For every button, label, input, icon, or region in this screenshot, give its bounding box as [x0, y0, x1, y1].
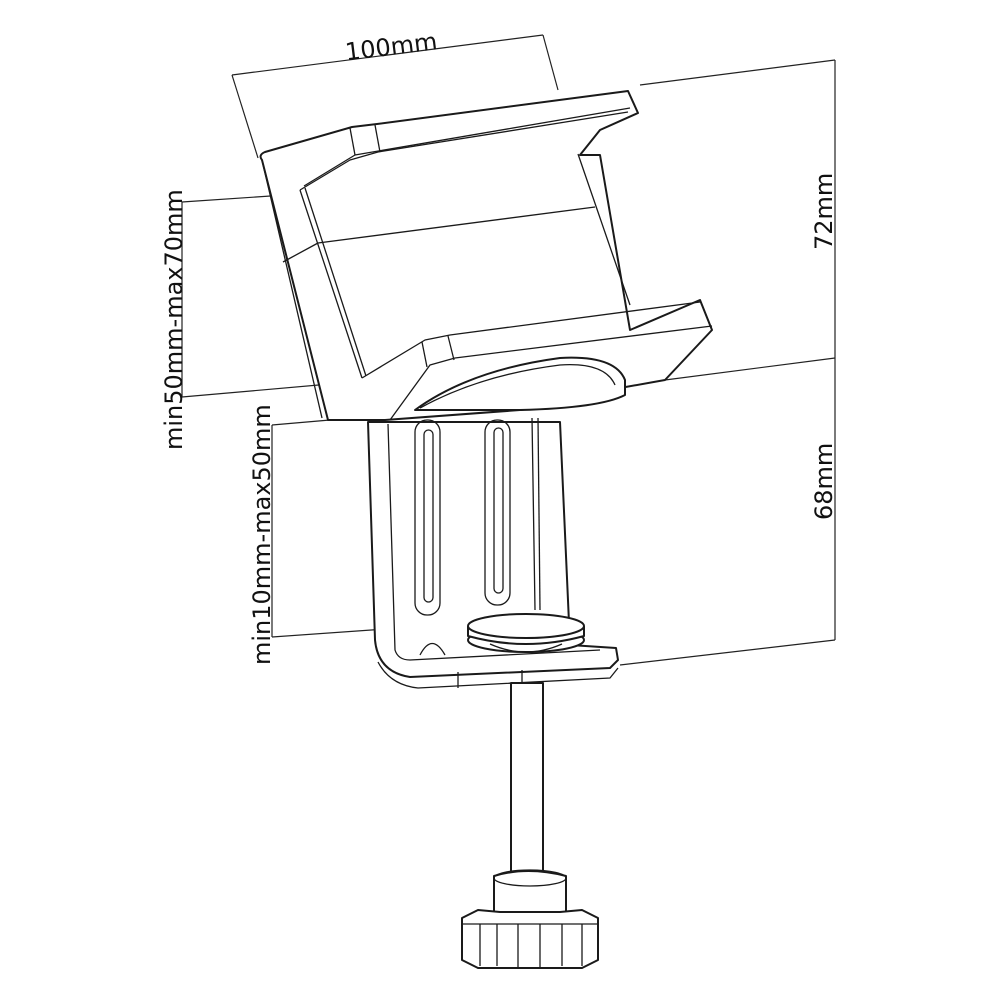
- dimension-68mm: 68mm: [619, 358, 838, 666]
- dimension-72mm: 72mm: [639, 59, 838, 381]
- dimension-upper-opening: min50mm-max70mm: [160, 189, 331, 450]
- adjustment-slot-right: [484, 419, 511, 606]
- label-100mm: 100mm: [344, 27, 439, 66]
- label-68mm: 68mm: [810, 443, 838, 520]
- label-upper-opening: min50mm-max70mm: [160, 189, 188, 450]
- dimension-lower-opening: min10mm-max50mm: [248, 404, 401, 665]
- threaded-rod: [510, 682, 544, 876]
- label-72mm: 72mm: [810, 173, 838, 250]
- label-lower-opening: min10mm-max50mm: [248, 404, 276, 665]
- tightening-knob: [461, 869, 599, 969]
- lower-c-bracket: [367, 417, 619, 689]
- adjustment-slot-left: [414, 419, 441, 616]
- upper-clamp-body: [259, 90, 713, 421]
- pressure-pad: [467, 613, 585, 653]
